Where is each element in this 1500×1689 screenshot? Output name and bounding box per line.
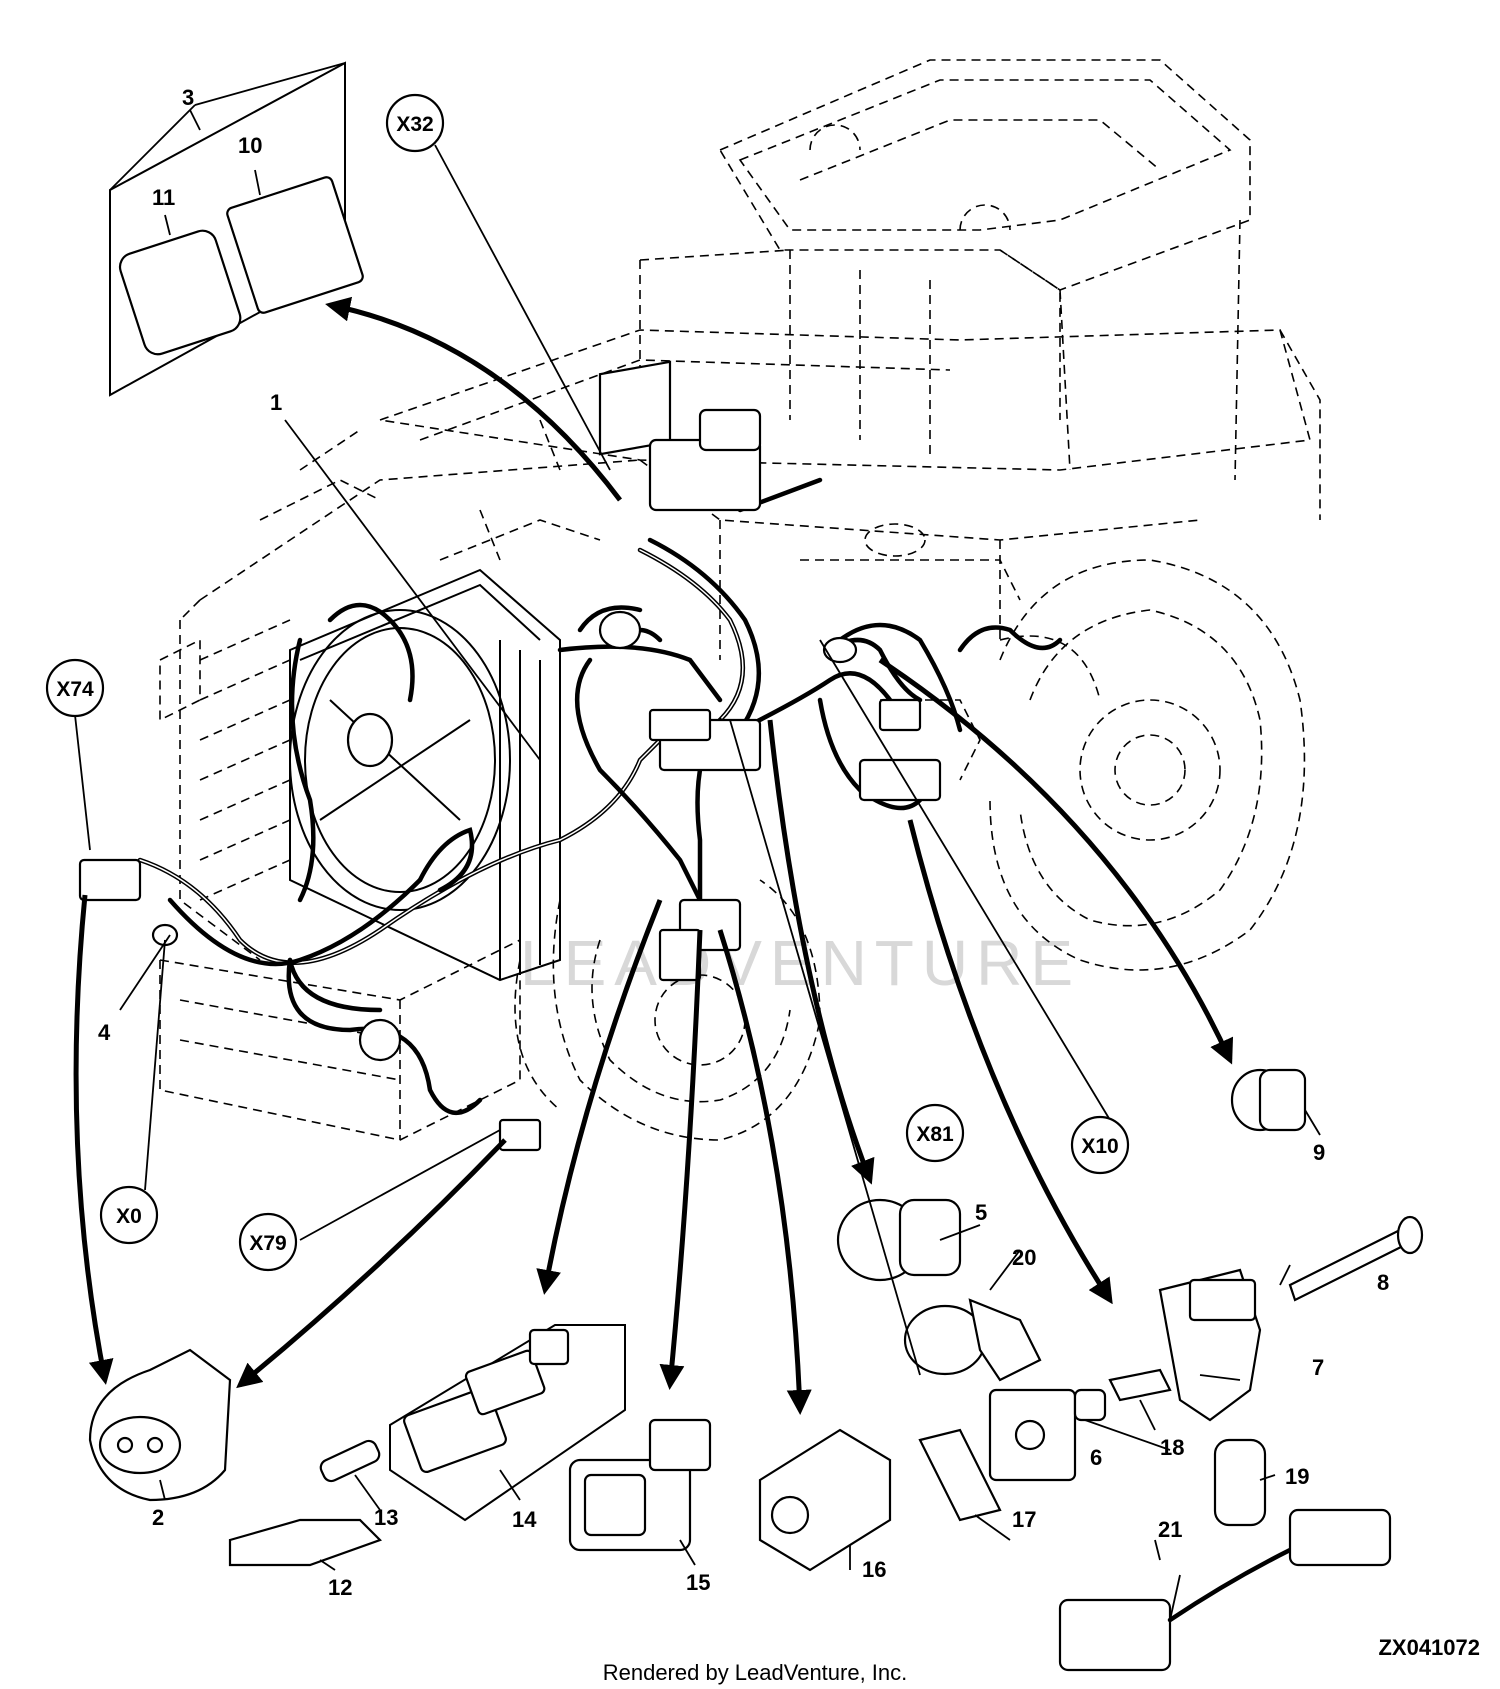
- part-label-1: 1: [270, 390, 282, 415]
- wiring-harness: [137, 477, 1063, 1116]
- part-label-18: 18: [1160, 1435, 1184, 1460]
- callout-x81-label: X81: [916, 1123, 954, 1146]
- callout-x10-label: X10: [1081, 1135, 1118, 1158]
- part-label-12: 12: [328, 1575, 352, 1600]
- part-label-7: 7: [1312, 1355, 1324, 1380]
- part-label-21: 21: [1158, 1517, 1182, 1542]
- footer-credit: Rendered by LeadVenture, Inc.: [603, 1660, 908, 1685]
- part-label-6: 6: [1090, 1445, 1102, 1470]
- callout-x79: [238, 1212, 298, 1272]
- part-label-3: 3: [182, 85, 194, 110]
- part-label-19: 19: [1285, 1464, 1309, 1489]
- callout-x74: [45, 658, 105, 718]
- part-label-4: 4: [98, 1020, 111, 1045]
- part-label-16: 16: [862, 1557, 886, 1582]
- connector-callouts: X32 X74 X0 X79 X81 X10: [45, 93, 1130, 1272]
- callout-x74-label: X74: [56, 678, 94, 701]
- part-label-20: 20: [1012, 1245, 1036, 1270]
- radiator: [289, 568, 561, 982]
- callout-x0: [99, 1185, 159, 1245]
- part-label-17: 17: [1012, 1507, 1036, 1532]
- part-label-5: 5: [975, 1200, 987, 1225]
- callout-x0-label: X0: [116, 1205, 142, 1228]
- part-label-15: 15: [686, 1570, 710, 1595]
- loose-parts: [88, 1068, 1424, 1672]
- part-label-14: 14: [512, 1507, 537, 1532]
- part-label-11: 11: [152, 185, 175, 210]
- callout-x81: [905, 1103, 965, 1163]
- part-label-2: 2: [152, 1505, 164, 1530]
- callout-x79-label: X79: [249, 1232, 286, 1255]
- detail-box-3: [109, 61, 364, 397]
- part-labels: 1 2 3 4 5 6 7 8 9 10 11 12 13 14 15 16 1…: [98, 85, 1389, 1600]
- part-label-13: 13: [374, 1505, 398, 1530]
- figure-code: ZX041072: [1378, 1635, 1480, 1660]
- callout-x10: [1070, 1115, 1130, 1175]
- part-label-8: 8: [1377, 1270, 1389, 1295]
- leader-lines: [74, 62, 1321, 1621]
- pointer-arrows: [73, 296, 1234, 1415]
- part-label-10: 10: [238, 133, 262, 158]
- part-label-9: 9: [1313, 1140, 1325, 1165]
- callout-x32: [385, 93, 445, 153]
- watermark: LEADVENTURE: [520, 927, 1081, 999]
- callout-x32-label: X32: [396, 113, 433, 136]
